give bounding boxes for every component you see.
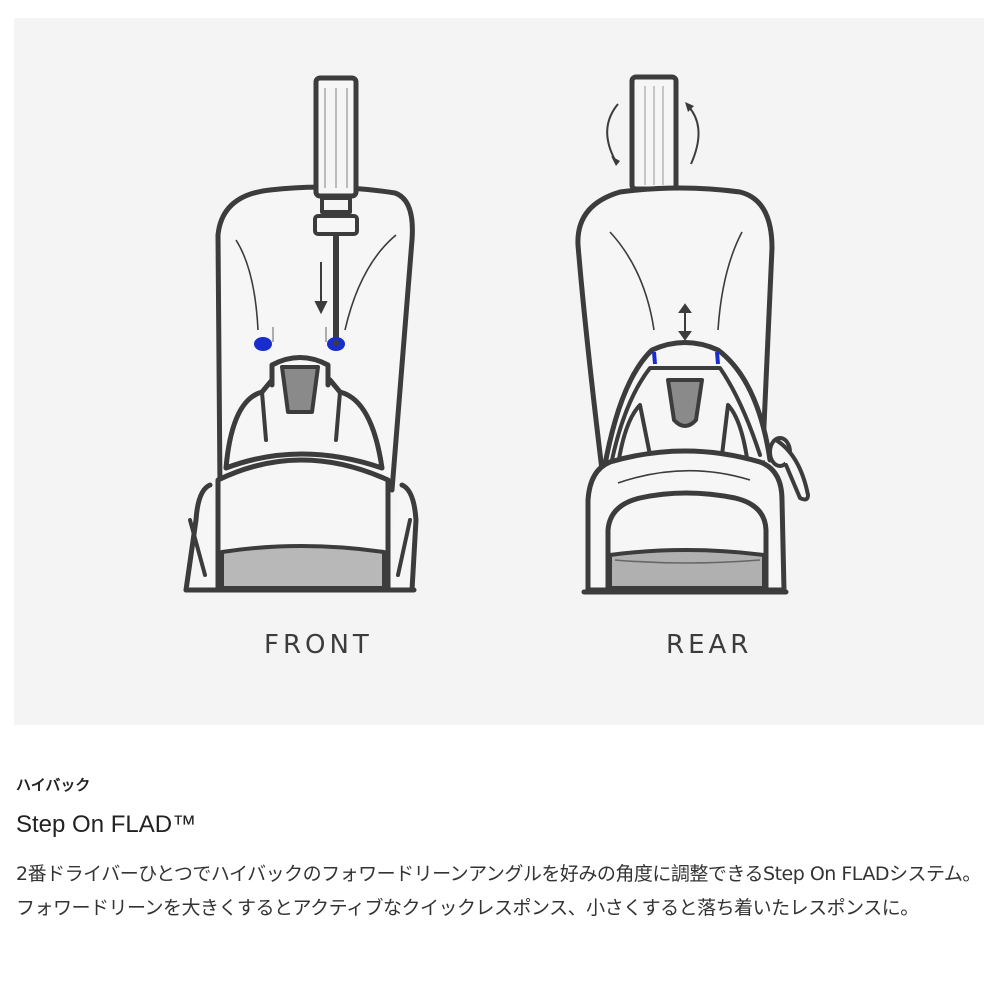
screwdriver-icon [313, 75, 359, 342]
illustration-panel: FRONT REAR [14, 18, 984, 725]
front-label: FRONT [264, 630, 373, 660]
adjustment-marker-icon [652, 351, 720, 365]
feature-description-text: 2番ドライバーひとつでハイバックのフォワードリーンアングルを好みの角度に調整でき… [16, 863, 981, 919]
feature-description: ハイバック Step On FLAD™ 2番ドライバーひとつでハイバックのフォワ… [16, 773, 986, 925]
category-label: ハイバック [16, 776, 91, 794]
feature-title: Step On FLAD™ [16, 811, 197, 838]
rotate-arrows-icon [606, 103, 700, 165]
rear-view-illustration [499, 18, 984, 725]
rear-label: REAR [666, 630, 753, 660]
down-arrow-icon [314, 262, 328, 315]
adjustment-screw-icon [254, 337, 272, 351]
front-view-illustration [14, 18, 499, 725]
up-down-arrow-icon [678, 303, 692, 341]
